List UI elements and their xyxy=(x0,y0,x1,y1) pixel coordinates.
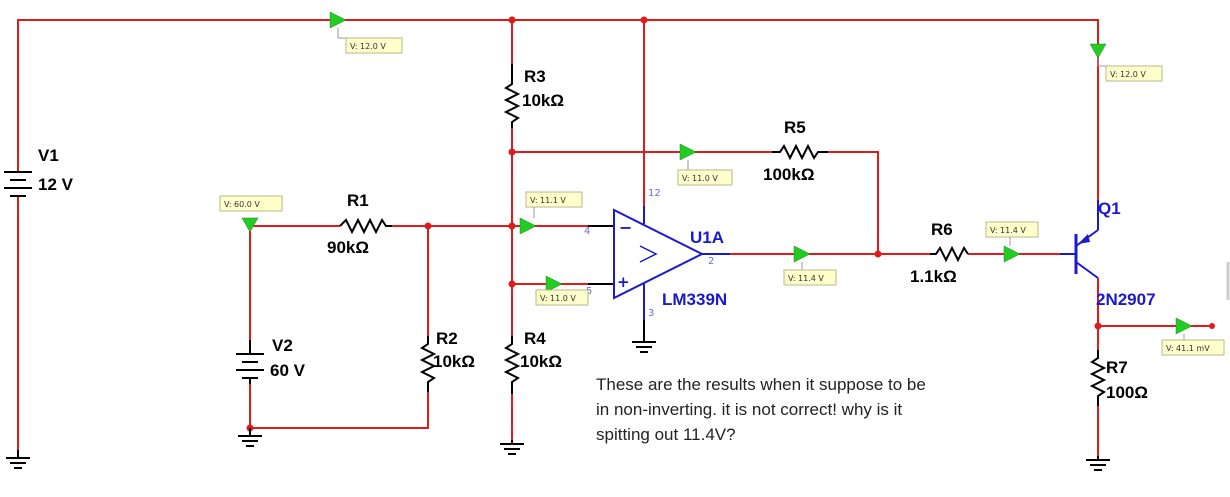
probe-label: V: 11.0 V xyxy=(540,294,576,303)
junction-dot xyxy=(508,16,516,24)
probe-label: V: 11.4 V xyxy=(990,226,1026,235)
probe-top[interactable]: V: 12.0 V xyxy=(329,11,403,54)
r7-value: 100Ω xyxy=(1106,383,1148,402)
probe-label: V: 60.0 V xyxy=(224,200,260,209)
ground-r7 xyxy=(1086,456,1110,471)
r6-value: 1.1kΩ xyxy=(910,267,957,286)
r6-name: R6 xyxy=(931,220,953,239)
r2-name: R2 xyxy=(436,329,458,348)
probe-arrow-icon xyxy=(241,217,259,233)
probe-label: V: 11.4 V xyxy=(788,274,824,283)
r3-value: 10kΩ xyxy=(522,91,564,110)
opamp-triangle xyxy=(613,208,705,300)
resistor-r7[interactable]: R7 100Ω xyxy=(1089,350,1148,406)
r3-name: R3 xyxy=(524,67,546,86)
v2-bottom-wire xyxy=(249,384,429,429)
u1a-part: LM339N xyxy=(662,290,727,309)
junction-dot xyxy=(640,16,648,24)
q1-name: Q1 xyxy=(1098,199,1121,218)
top-rail-wire xyxy=(17,19,1099,200)
q1-part: 2N2907 xyxy=(1096,290,1156,309)
probe-arrow-icon xyxy=(545,275,563,293)
junctions xyxy=(246,16,1215,432)
r5-value: 100kΩ xyxy=(763,165,814,184)
junction-dot xyxy=(508,148,516,156)
probe-label: V: 11.0 V xyxy=(682,174,718,183)
probe-q1-base[interactable]: V: 11.4 V xyxy=(985,221,1039,263)
junction-dot xyxy=(424,222,432,230)
probe-q1-emitter[interactable]: V: 12.0 V xyxy=(1089,43,1163,82)
resistor-r1[interactable]: R1 90kΩ xyxy=(327,191,392,257)
r4-value: 10kΩ xyxy=(520,352,562,371)
probe-inv-input[interactable]: V: 11.1 V xyxy=(519,191,583,235)
ground-v2 xyxy=(238,428,262,447)
resistor-r6[interactable]: R6 1.1kΩ xyxy=(910,220,969,286)
v2-name: V2 xyxy=(272,336,293,355)
annotation-note: These are the results when it suppose to… xyxy=(596,375,926,444)
pin-vcc: 12 xyxy=(648,188,661,199)
v1-name: V1 xyxy=(38,146,59,165)
probe-arrow-icon xyxy=(1003,245,1021,263)
comparator-icon xyxy=(639,245,658,263)
pin-noninv: 5 xyxy=(586,286,592,297)
resistor-r5[interactable]: R5 100kΩ xyxy=(763,118,828,184)
r5-name: R5 xyxy=(784,118,806,137)
probe-label: V: 41.1 mV xyxy=(1166,344,1210,353)
minus-sign: − xyxy=(619,218,632,237)
v2-value: 60 V xyxy=(270,361,306,380)
probe-output[interactable]: V: 11.4 V xyxy=(783,245,837,286)
resistor-r4[interactable]: R4 10kΩ xyxy=(503,329,562,394)
probe-q1-collector[interactable]: V: 41.1 mV xyxy=(1161,317,1225,356)
note-line-3: spitting out 11.4V? xyxy=(596,425,736,444)
probe-arrow-icon xyxy=(1089,43,1107,59)
u1a-name: U1A xyxy=(690,228,724,247)
ground-r4 xyxy=(500,440,524,455)
probe-arrow-icon xyxy=(329,11,347,29)
probe-arrow-icon xyxy=(1175,317,1193,335)
probe-arrow-icon xyxy=(793,245,811,263)
probe-noninv-input[interactable]: V: 11.0 V xyxy=(535,275,589,306)
probe-label: V: 12.0 V xyxy=(350,42,386,51)
r1-value: 90kΩ xyxy=(327,238,369,257)
v1-value: 12 V xyxy=(38,175,74,194)
note-line-2: in non-inverting. it is not correct! why… xyxy=(596,400,902,419)
plus-sign: + xyxy=(617,273,630,291)
junction-dot xyxy=(1209,323,1215,329)
resistor-r2[interactable]: R2 10kΩ xyxy=(419,329,475,392)
wires xyxy=(17,19,1212,456)
probe-label: V: 11.1 V xyxy=(530,196,566,205)
probe-arrow-icon xyxy=(679,143,697,161)
note-line-1: These are the results when it suppose to… xyxy=(596,375,926,394)
battery-v2[interactable]: V2 60 V xyxy=(236,336,306,384)
r7-name: R7 xyxy=(1106,358,1128,377)
battery-v1[interactable]: V1 12 V xyxy=(4,146,74,197)
opamp-u1a[interactable]: − + U1A LM339N 4 5 2 12 3 xyxy=(584,188,730,320)
transistor-q1[interactable]: Q1 2N2907 xyxy=(1060,199,1156,309)
pin-gnd: 3 xyxy=(648,308,654,319)
r1-name: R1 xyxy=(347,191,369,210)
junction-dot xyxy=(874,250,882,258)
probe-v2[interactable]: V: 60.0 V xyxy=(219,195,283,233)
ground-v1 xyxy=(6,450,30,469)
probe-label: V: 12.0 V xyxy=(1110,70,1146,79)
pin-inv: 4 xyxy=(584,226,590,237)
r5-right-wire xyxy=(828,151,879,254)
pin-out: 2 xyxy=(708,256,714,267)
junction-dot xyxy=(508,280,516,288)
probe-r5-node[interactable]: V: 11.0 V xyxy=(677,143,733,186)
junction-dot xyxy=(1094,322,1102,330)
emitter-arrow-icon xyxy=(1078,234,1090,244)
r2-value: 10kΩ xyxy=(433,352,475,371)
ground-opamp xyxy=(632,320,656,353)
r4-name: R4 xyxy=(524,329,546,348)
resistor-r3[interactable]: R3 10kΩ xyxy=(503,64,564,128)
junction-dot xyxy=(508,222,516,230)
probe-arrow-icon xyxy=(519,217,537,235)
